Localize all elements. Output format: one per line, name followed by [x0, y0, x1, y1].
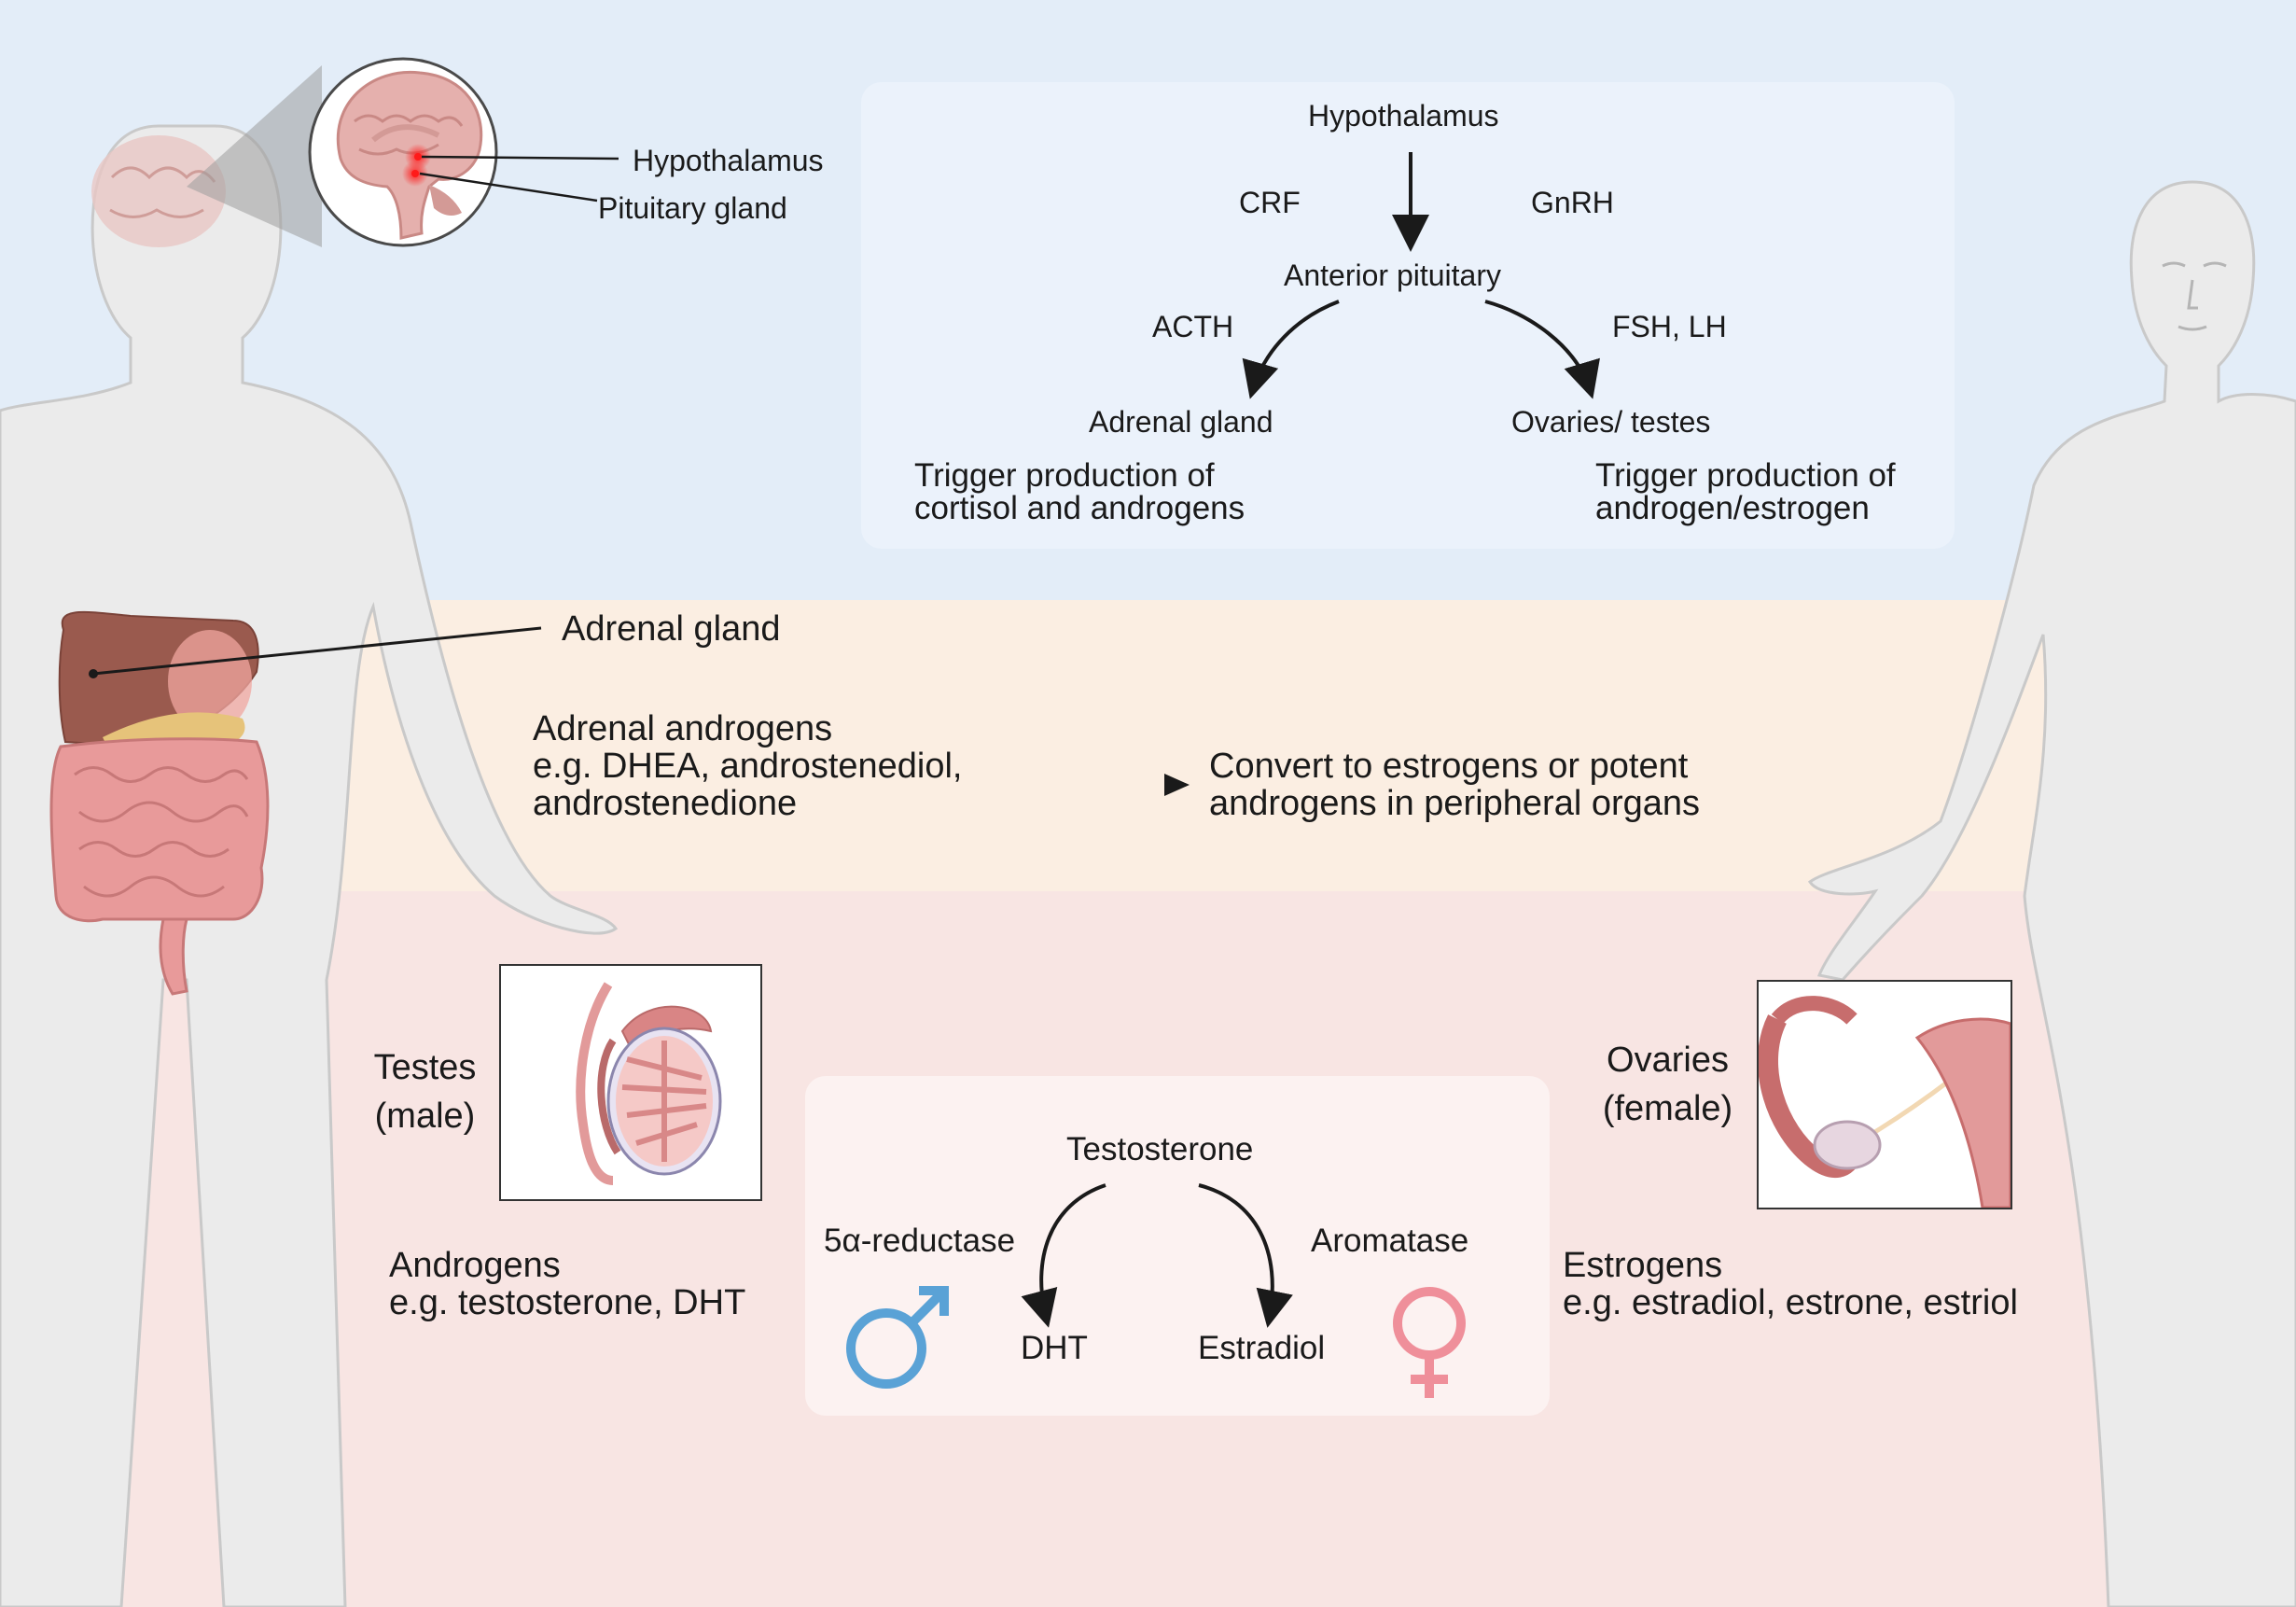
female-body-figure: [1807, 180, 2296, 1607]
androgens-examples: e.g. testosterone, DHT: [389, 1283, 746, 1322]
testosterone-to-estradiol-arrow: [1198, 1183, 1293, 1328]
conversion-note-line2: androgens in peripheral organs: [1209, 784, 1701, 823]
pituitary-to-gonads-arrow: [1484, 300, 1600, 399]
fsh-lh-label: FSH, LH: [1612, 310, 1727, 343]
hpa-adrenal-gland-label: Adrenal gland: [1089, 405, 1273, 439]
testosterone-label: Testosterone: [1066, 1131, 1254, 1167]
testes-male-label: (male): [374, 1097, 476, 1136]
hpa-axis-panel: [861, 82, 1955, 549]
hpa-hypothalamus-label: Hypothalamus: [1308, 99, 1499, 133]
dht-label: DHT: [1021, 1330, 1088, 1366]
ovaries-illustration: [1757, 980, 2012, 1209]
5a-reductase-label: 5α-reductase: [824, 1223, 1016, 1259]
estrogens-title: Estrogens: [1563, 1246, 1723, 1285]
hypothalamus-leader-line: [421, 155, 619, 161]
estrogens-examples: e.g. estradiol, estrone, estriol: [1563, 1283, 2018, 1322]
gnrh-label: GnRH: [1531, 186, 1614, 219]
adrenal-androgens-line3: androstenedione: [533, 784, 798, 823]
pituitary-to-adrenal-arrow: [1242, 300, 1340, 399]
adrenal-effect-line1: Trigger production of: [914, 457, 1215, 494]
abdominal-organs: [49, 610, 270, 996]
brain-zoom-circle: [308, 57, 498, 247]
testes-illustration: [499, 964, 762, 1201]
brain-pituitary-label: Pituitary gland: [598, 191, 787, 225]
adrenal-leader-line: [92, 626, 542, 676]
anterior-pituitary-label: Anterior pituitary: [1284, 259, 1501, 292]
testosterone-to-dht-arrow: [1021, 1183, 1106, 1328]
adrenal-androgens-line1: Adrenal androgens: [533, 709, 833, 748]
adrenal-gland-label: Adrenal gland: [562, 609, 781, 649]
pituitary-leader-line: [419, 172, 598, 203]
hpa-ovaries-testes-label: Ovaries/ testes: [1511, 405, 1711, 439]
gonad-effect-line1: Trigger production of: [1595, 457, 1896, 494]
testes-label: Testes: [373, 1048, 477, 1087]
male-head-brain: [91, 135, 226, 247]
crf-label: CRF: [1239, 186, 1301, 219]
conversion-arrow-head: [1164, 774, 1190, 796]
gonad-effect-line2: androgen/estrogen: [1595, 490, 1870, 526]
female-face: [2162, 261, 2227, 331]
male-body-figure: [0, 124, 619, 1607]
estradiol-label: Estradiol: [1198, 1330, 1326, 1366]
brain-hypothalamus-label: Hypothalamus: [633, 144, 824, 177]
ovaries-female-label: (female): [1602, 1089, 1733, 1128]
conversion-note-line1: Convert to estrogens or potent: [1209, 747, 1689, 786]
female-symbol-icon: [1393, 1287, 1466, 1398]
adrenal-effect-line2: cortisol and androgens: [914, 490, 1245, 526]
androgens-title: Androgens: [389, 1246, 561, 1285]
ovaries-label: Ovaries: [1607, 1041, 1729, 1080]
adrenal-androgens-line2: e.g. DHEA, androstenediol,: [533, 747, 963, 786]
male-symbol-icon: [846, 1286, 949, 1389]
acth-label: ACTH: [1152, 310, 1234, 343]
zoom-cone: [187, 65, 322, 247]
aromatase-label: Aromatase: [1311, 1223, 1469, 1259]
